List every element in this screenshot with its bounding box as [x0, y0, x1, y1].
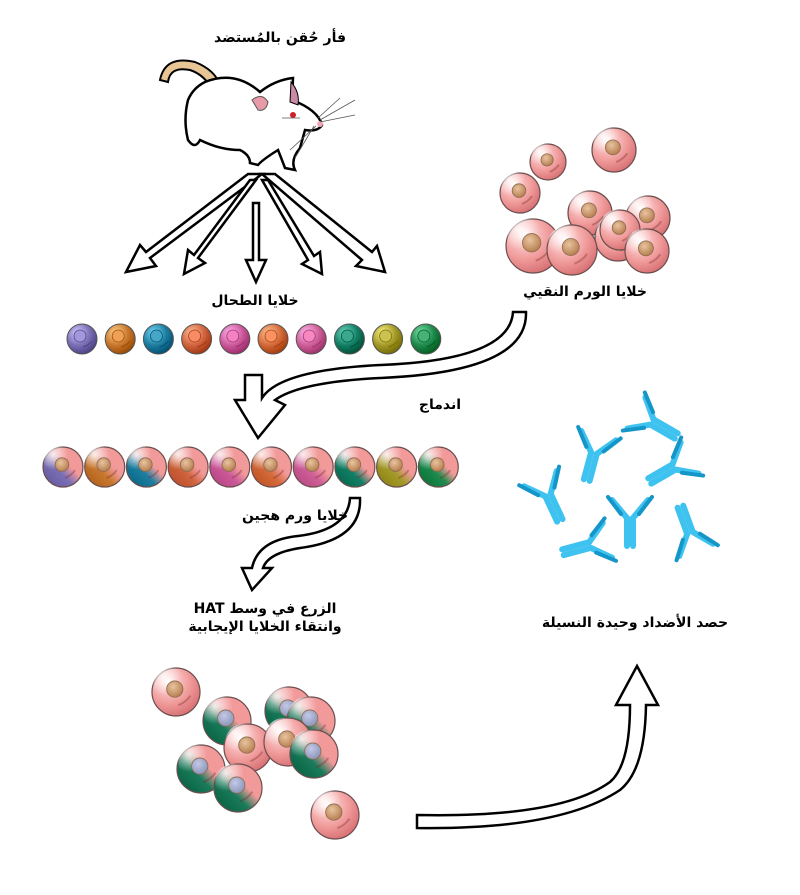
fan-arrow-5 [258, 172, 387, 274]
myeloma-cells-cluster [499, 127, 671, 276]
hybrid-cells-row [42, 446, 459, 488]
spleen-cells-row [66, 323, 442, 355]
myeloma-cell [499, 172, 541, 214]
spleen-cell [333, 323, 365, 355]
label-spleen-cells: خلايا الطحال [211, 293, 299, 309]
hybrid-cell [292, 446, 334, 488]
fan-arrow-2 [182, 178, 259, 277]
myeloma-cell [529, 143, 567, 181]
selected-cell [289, 729, 339, 779]
spleen-cell [142, 323, 174, 355]
label-hat-selection: الزرع في وسط HAT وانتقاء الخلايا الإيجاب… [170, 600, 360, 636]
label-immunized-mouse: فأر حُقن بالمُستضد [214, 30, 346, 46]
hybrid-cell [417, 446, 459, 488]
antibody-icon [674, 502, 720, 563]
selected-cell [176, 744, 226, 794]
fusion-arrow [232, 310, 528, 441]
selected-cell [213, 763, 263, 813]
hybrid-cell [250, 446, 293, 488]
selected-cell [310, 790, 360, 840]
antibody-icon [606, 495, 654, 549]
hybrid-cell [84, 446, 126, 488]
label-hat-line2: وانتقاء الخلايا الإيجابية [188, 619, 342, 635]
myeloma-cell [546, 224, 598, 276]
label-harvest-antibodies: حصد الأضداد وحيدة النسيلة [541, 615, 729, 631]
spleen-cell [181, 323, 213, 355]
fan-arrow-4 [259, 178, 324, 277]
spleen-distribution-arrows [123, 172, 387, 286]
antibody-icon [576, 425, 623, 484]
hybrid-cell [167, 446, 209, 488]
antibody-icon [559, 516, 618, 563]
antibody-icon [517, 464, 566, 525]
mouse-eye [290, 112, 296, 118]
myeloma-cell [591, 127, 637, 173]
hybrid-cell [334, 446, 376, 488]
myeloma-cell [624, 228, 670, 274]
label-hybridoma-cells: خلايا ورم هجين [241, 508, 349, 524]
selected-hybridoma-cells [151, 667, 360, 840]
antibody-icon [620, 390, 681, 442]
fan-arrow-3 [244, 201, 268, 286]
spleen-cell [372, 323, 404, 355]
antibody-icon [645, 435, 706, 487]
label-myeloma-cells: خلايا الورم النقيي [523, 284, 647, 300]
mouse-illustration [158, 59, 356, 172]
mouse-ear-front [289, 80, 299, 106]
label-hat-line1: الزرع في وسط HAT [193, 601, 337, 617]
spleen-cell [257, 323, 289, 355]
hybrid-cell [42, 446, 84, 488]
mouse-whiskers [282, 97, 356, 159]
spleen-cell [410, 323, 442, 355]
mouse-nose [317, 121, 323, 127]
spleen-cell [66, 323, 98, 355]
hybridoma-arrow [240, 496, 362, 593]
spleen-cell [104, 323, 136, 355]
label-fusion: اندماج [418, 397, 462, 413]
spleen-cell [219, 323, 251, 355]
mouse-body [184, 76, 324, 172]
hybrid-cell [209, 446, 251, 488]
spleen-cell [295, 323, 327, 355]
selected-cell [223, 723, 273, 773]
hybrid-cell [376, 446, 418, 488]
monoclonal-antibodies [517, 390, 720, 563]
hybrid-cell [125, 446, 167, 488]
mouse-ear-back [251, 96, 269, 111]
harvest-arrow [415, 663, 661, 830]
selected-cell [151, 667, 201, 717]
